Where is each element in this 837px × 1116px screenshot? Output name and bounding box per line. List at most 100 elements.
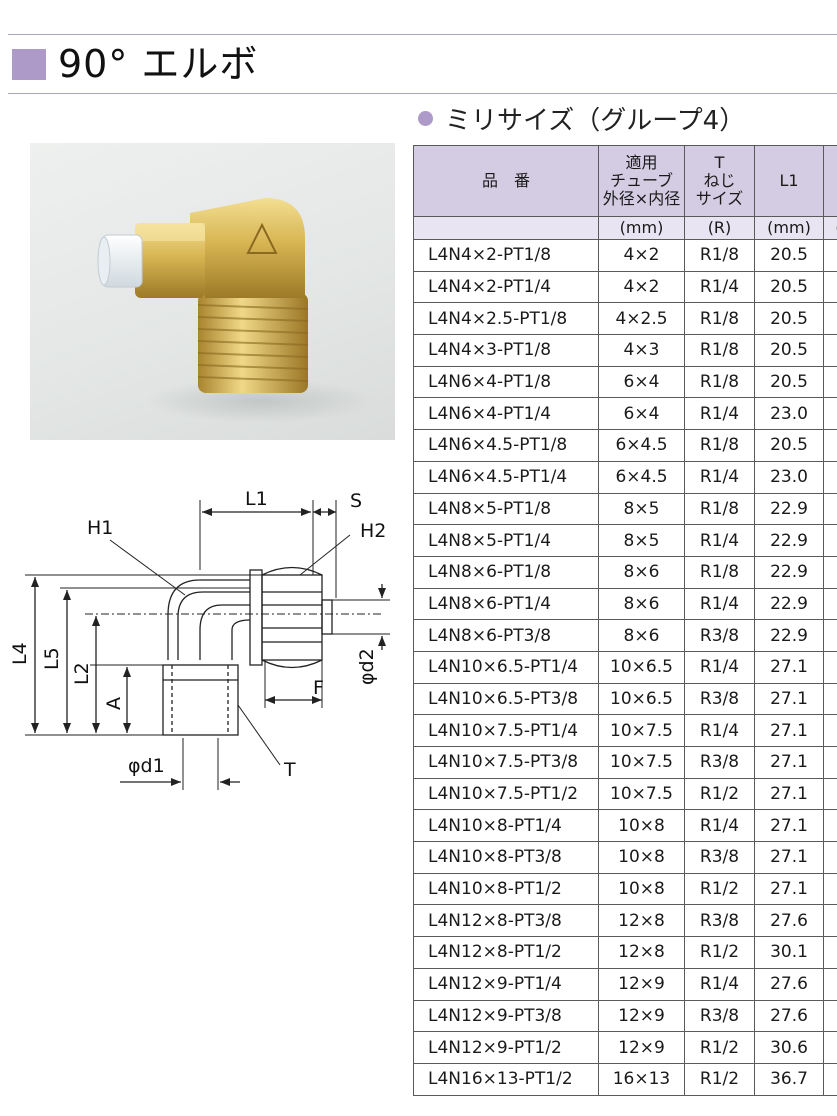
cell-tube-size: 16×13 — [598, 1062, 685, 1096]
cell-tube-size: 10×6.5 — [598, 650, 685, 684]
cell-thread-size: R1/4 — [684, 397, 755, 431]
cell-l1: 20.5 — [754, 334, 824, 367]
cell-cut-off — [823, 587, 837, 621]
cell-thread-size: R3/8 — [684, 619, 755, 652]
label-h2: H2 — [360, 520, 386, 542]
cell-tube-size: 8×6 — [598, 555, 685, 589]
cell-tube-size: 6×4 — [598, 365, 685, 399]
cell-thread-size: R1/2 — [684, 777, 755, 811]
cell-tube-size: 10×7.5 — [598, 777, 685, 811]
cell-thread-size: R1/4 — [684, 270, 755, 304]
label-t: T — [283, 759, 296, 781]
cell-part-number: L4N6×4.5-PT1/4 — [413, 460, 599, 494]
cell-tube-size: 6×4.5 — [598, 429, 685, 462]
cell-thread-size: R1/2 — [684, 872, 755, 906]
cell-cut-off — [823, 555, 837, 589]
cell-part-number: L4N6×4.5-PT1/8 — [413, 429, 599, 462]
cell-l1: 27.6 — [754, 904, 824, 938]
cell-cut-off — [823, 746, 837, 779]
title-rule — [8, 93, 837, 94]
cell-l1: 27.1 — [754, 872, 824, 906]
cell-thread-size: R1/8 — [684, 555, 755, 589]
cell-thread-size: R1/2 — [684, 1062, 755, 1096]
cell-cut-off — [823, 682, 837, 716]
unit-thread: (R) — [684, 216, 755, 240]
cell-tube-size: 6×4 — [598, 397, 685, 431]
cell-part-number: L4N4×2.5-PT1/8 — [413, 302, 599, 336]
cell-part-number: L4N12×8-PT3/8 — [413, 904, 599, 938]
cell-tube-size: 10×6.5 — [598, 682, 685, 716]
dimension-diagram: L1 S H1 H2 F φd1 T L4 L5 L2 A φd2 — [9, 488, 390, 790]
cell-part-number: L4N10×7.5-PT3/8 — [413, 746, 599, 779]
unit-l1: (mm) — [754, 216, 824, 240]
cell-cut-off — [823, 524, 837, 557]
cell-l1: 27.1 — [754, 809, 824, 843]
cell-cut-off — [823, 397, 837, 431]
cell-thread-size: R3/8 — [684, 904, 755, 938]
header-part-number: 品 番 — [413, 145, 599, 217]
cell-thread-size: R1/4 — [684, 809, 755, 843]
top-rule — [8, 34, 837, 35]
label-l5: L5 — [41, 647, 63, 670]
cell-part-number: L4N10×6.5-PT3/8 — [413, 682, 599, 716]
cell-l1: 22.9 — [754, 524, 824, 557]
cell-thread-size: R3/8 — [684, 841, 755, 874]
cell-cut-off — [823, 872, 837, 906]
title-marker — [12, 49, 46, 80]
cell-cut-off — [823, 809, 837, 843]
cell-cut-off — [823, 841, 837, 874]
cell-cut-off — [823, 967, 837, 1001]
cell-tube-size: 4×2 — [598, 270, 685, 304]
label-l4: L4 — [9, 642, 31, 665]
cell-cut-off — [823, 650, 837, 684]
cell-cut-off — [823, 777, 837, 811]
cell-l1: 27.1 — [754, 682, 824, 716]
header-thread-size: T ねじ サイズ — [684, 145, 755, 217]
cell-part-number: L4N10×8-PT3/8 — [413, 841, 599, 874]
cell-part-number: L4N4×3-PT1/8 — [413, 334, 599, 367]
cell-part-number: L4N8×6-PT1/4 — [413, 587, 599, 621]
cell-tube-size: 10×8 — [598, 872, 685, 906]
cell-cut-off — [823, 1031, 837, 1064]
label-h1: H1 — [87, 517, 113, 539]
cell-cut-off — [823, 619, 837, 652]
cell-part-number: L4N12×9-PT1/4 — [413, 967, 599, 1001]
cell-tube-size: 12×9 — [598, 999, 685, 1033]
cell-l1: 27.1 — [754, 650, 824, 684]
cell-l1: 30.6 — [754, 1031, 824, 1064]
cell-l1: 20.5 — [754, 302, 824, 336]
product-photo — [30, 143, 395, 440]
label-a: A — [103, 697, 125, 710]
section-heading-text: ミリサイズ（グループ4） — [445, 106, 746, 136]
cell-part-number: L4N8×6-PT3/8 — [413, 619, 599, 652]
cell-l1: 27.1 — [754, 841, 824, 874]
cell-part-number: L4N10×6.5-PT1/4 — [413, 650, 599, 684]
cell-l1: 22.9 — [754, 619, 824, 652]
header-tube-size: 適用 チューブ 外径×内径 — [598, 145, 685, 217]
bullet-dot-icon — [418, 111, 433, 126]
cell-thread-size: R1/4 — [684, 587, 755, 621]
cell-part-number: L4N10×8-PT1/2 — [413, 872, 599, 906]
cell-part-number: L4N4×2-PT1/8 — [413, 239, 599, 272]
cell-part-number: L4N6×4-PT1/8 — [413, 365, 599, 399]
cell-cut-off — [823, 714, 837, 747]
cell-part-number: L4N10×7.5-PT1/2 — [413, 777, 599, 811]
cell-l1: 22.9 — [754, 587, 824, 621]
cell-cut-off — [823, 460, 837, 494]
